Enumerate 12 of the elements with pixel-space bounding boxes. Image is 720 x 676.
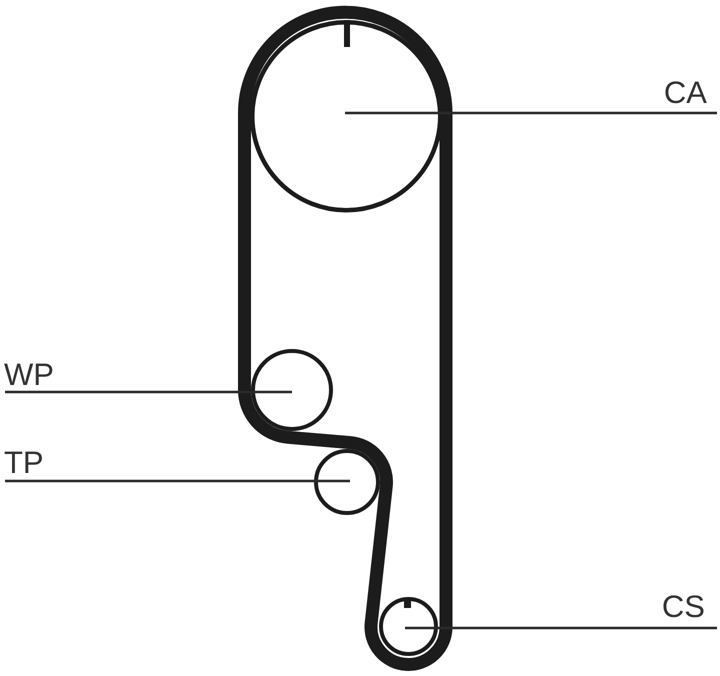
pulley xyxy=(251,349,333,431)
pulley xyxy=(250,20,442,212)
part-label: TP xyxy=(4,447,44,478)
pulley xyxy=(314,449,380,515)
pulley xyxy=(378,596,438,656)
part-label: CS xyxy=(662,591,705,622)
part-label: WP xyxy=(4,359,54,390)
part-label: CA xyxy=(664,77,707,108)
leader-line xyxy=(5,480,350,482)
leader-line xyxy=(345,112,717,114)
leader-line xyxy=(405,626,717,630)
leader-line xyxy=(5,390,292,394)
